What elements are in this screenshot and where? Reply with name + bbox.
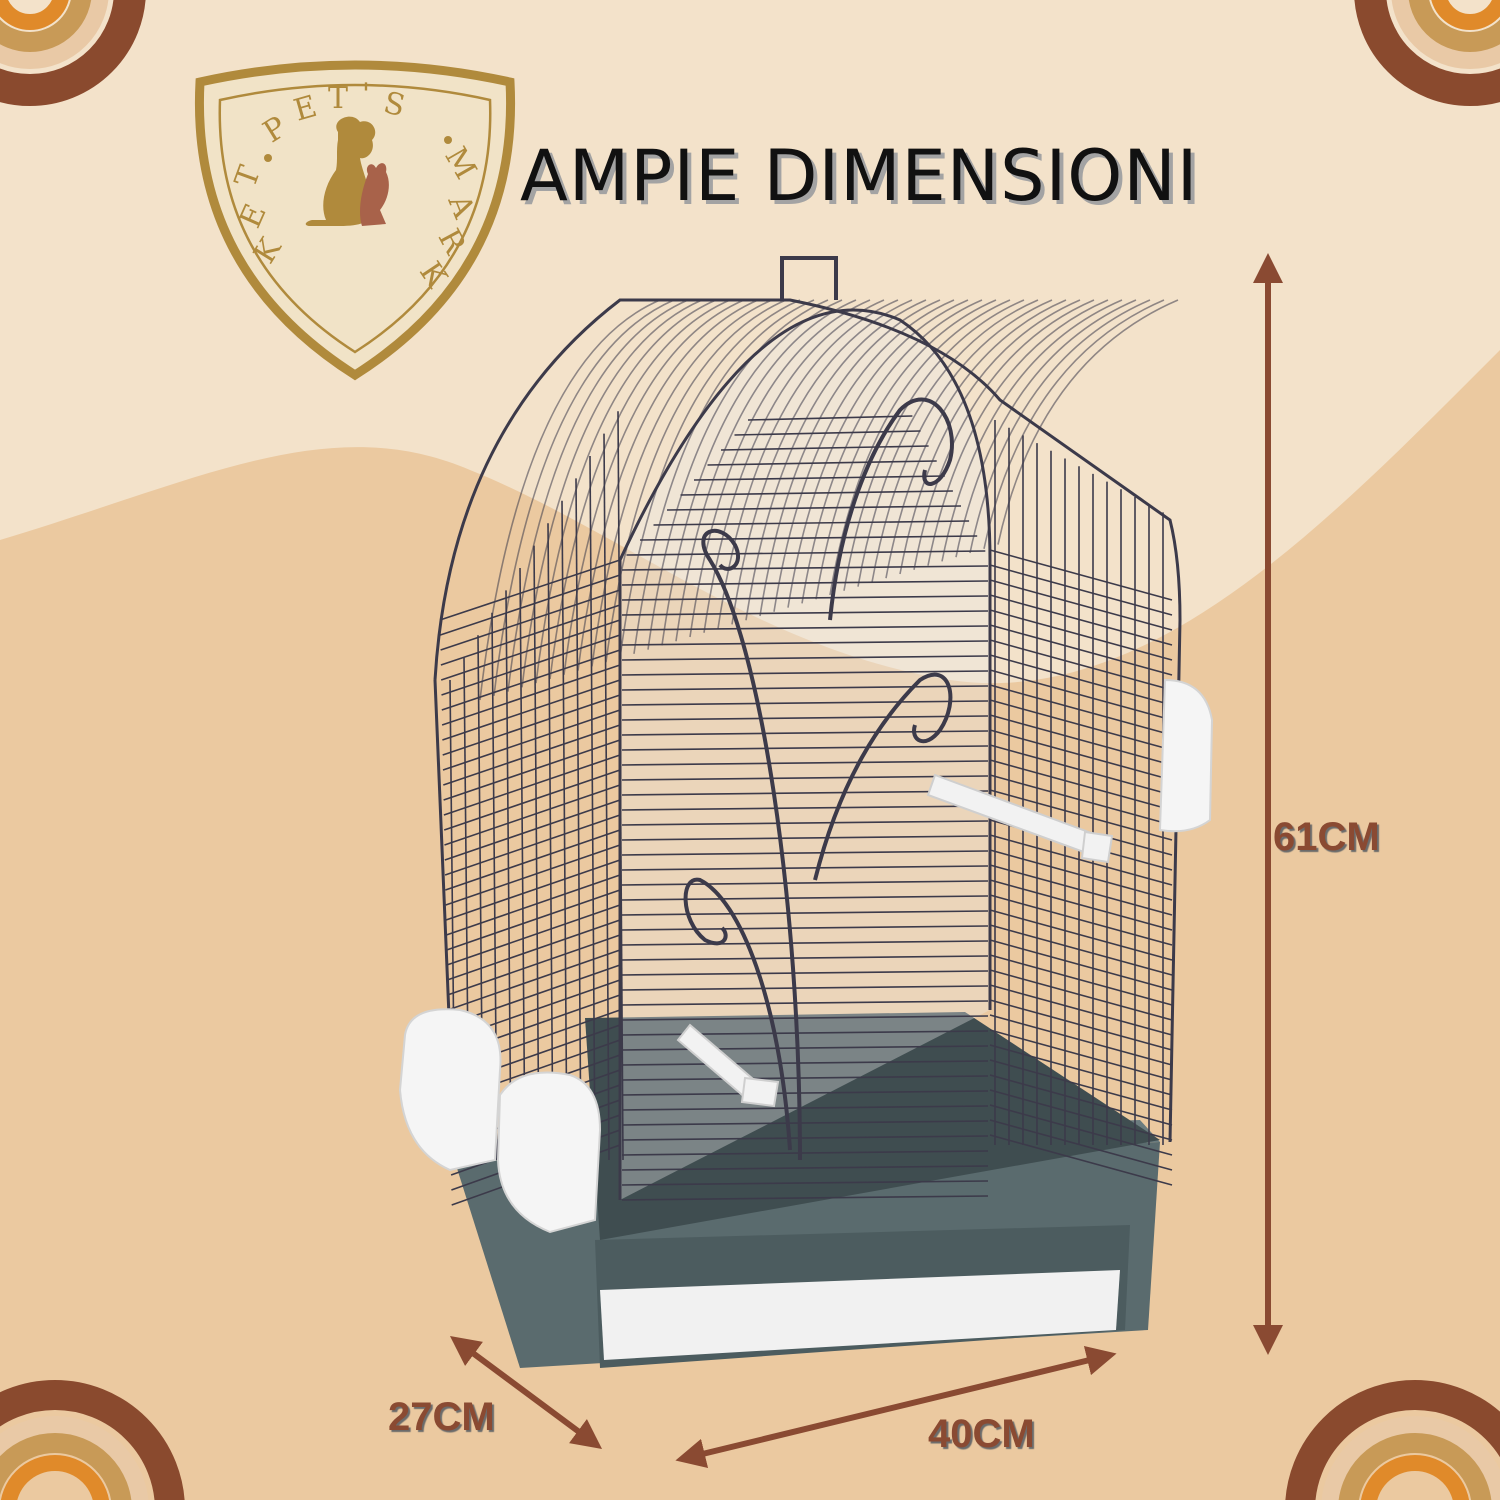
- svg-text:T: T: [328, 81, 348, 116]
- dog-and-cat-silhouette-icon: [305, 116, 389, 226]
- cage-wire-mesh: [439, 299, 1179, 1206]
- svg-text:': ': [362, 77, 370, 112]
- width-label: 40CM: [928, 1412, 1035, 1456]
- depth-arrow: [449, 1336, 603, 1449]
- bird-cage-image: [398, 256, 1214, 1368]
- page-title: AMPIE DIMENSIONI: [520, 135, 1199, 217]
- corner-decoration-bottom-right: [1285, 1380, 1500, 1504]
- cage-feeder-icon: [398, 678, 1214, 1234]
- width-arrow: [675, 1345, 1117, 1469]
- corner-decoration-top-left: [0, 0, 146, 106]
- height-label: 61CM: [1273, 815, 1380, 859]
- depth-label: 27CM: [388, 1395, 495, 1439]
- corner-decoration-top-right: [1354, 0, 1500, 106]
- corner-decoration-bottom-left: [0, 1380, 185, 1504]
- brand-logo: P E T ' S M A R K T E K: [194, 60, 516, 381]
